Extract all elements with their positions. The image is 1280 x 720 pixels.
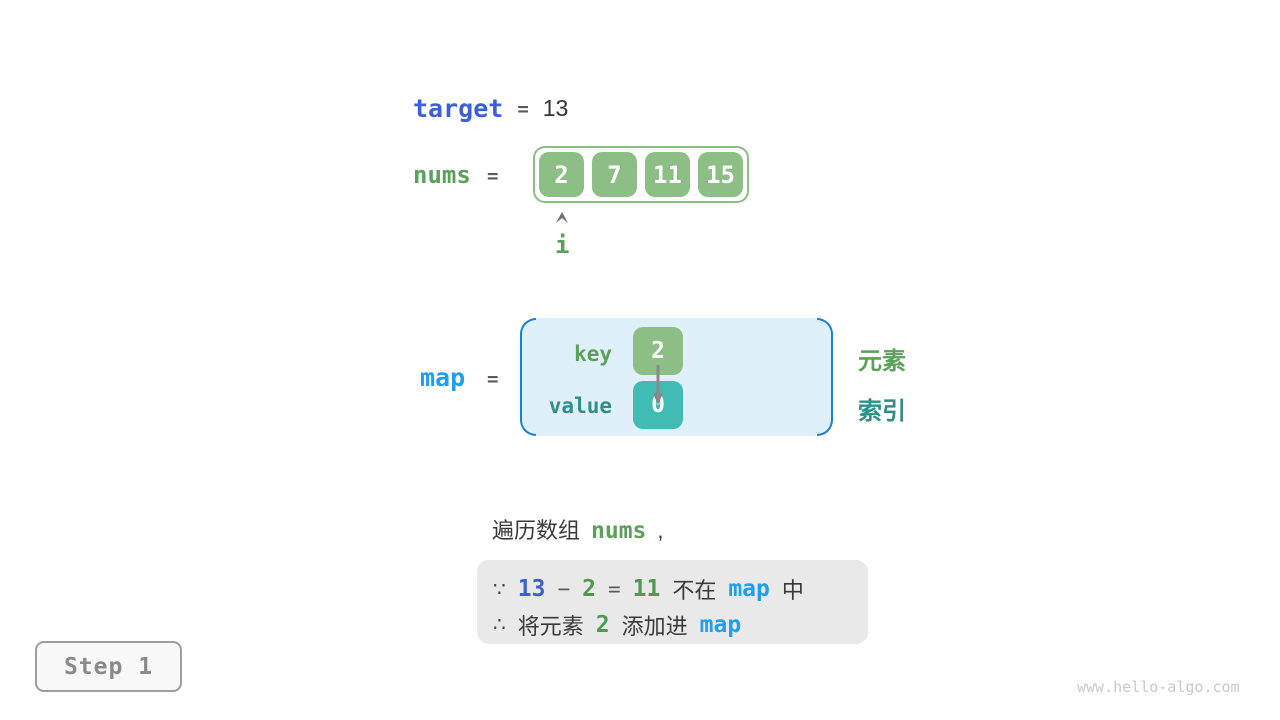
target-row: target = 13 [413,94,568,123]
legend-element-label: 元素 [858,348,906,375]
caption-nums-code: nums [591,518,647,544]
array-cell-1: 7 [592,152,637,197]
therefore-symbol: ∴ [493,614,506,637]
deduction-map-code: map [728,576,770,603]
caption-line: 遍历数组 nums , [492,513,664,545]
index-pointer-label: i [555,231,570,259]
deduction-added-number: 2 [595,611,610,638]
caption-prefix: 遍历数组 [492,518,581,543]
step-badge: Step 1 [35,641,182,692]
deduction-line-2: ∴ 将元素 2 添加进 map [493,609,868,641]
equals-sign: = [607,577,621,602]
deduction-not-in-text: 不在 [672,578,717,604]
map-container: key value 2 0 [520,318,833,436]
watermark-url: www.hello-algo.com [1077,678,1240,696]
map-right-bracket [817,318,833,436]
deduction-element-number: 2 [582,576,596,603]
map-equals-sign: = [487,368,499,390]
deduction-target-number: 13 [517,576,546,603]
map-key-label: key [574,342,612,366]
deduction-box: ∵ 13 − 2 = 11 不在 map 中 ∴ 将元素 2 添加进 map [477,560,868,644]
nums-array: 2 7 11 15 [533,146,749,203]
because-symbol: ∵ [493,578,506,601]
deduction-map-code-2: map [699,611,742,638]
minus-sign: − [557,577,571,602]
deduction-in-text: 中 [781,578,804,604]
deduction-add-into-text: 添加进 [621,613,688,639]
map-keyword: map [420,363,466,392]
array-cell-2: 11 [645,152,690,197]
target-value: 13 [542,95,569,121]
target-keyword: target [413,94,504,123]
nums-keyword: nums [413,161,471,189]
caption-comma: , [657,518,664,543]
index-pointer-up-arrow-icon [553,210,571,229]
deduction-add-element-text: 将元素 [517,613,584,639]
deduction-line-1: ∵ 13 − 2 = 11 不在 map 中 [493,573,868,605]
target-equals-sign: = [517,97,529,120]
array-cell-0: 2 [539,152,584,197]
deduction-difference-number: 11 [632,576,661,603]
map-left-bracket [520,318,536,436]
key-to-value-down-arrow-icon [650,365,666,412]
array-cell-3: 15 [698,152,743,197]
legend-index-label: 索引 [858,398,906,425]
nums-equals-sign: = [487,165,499,187]
map-value-label: value [548,394,612,418]
